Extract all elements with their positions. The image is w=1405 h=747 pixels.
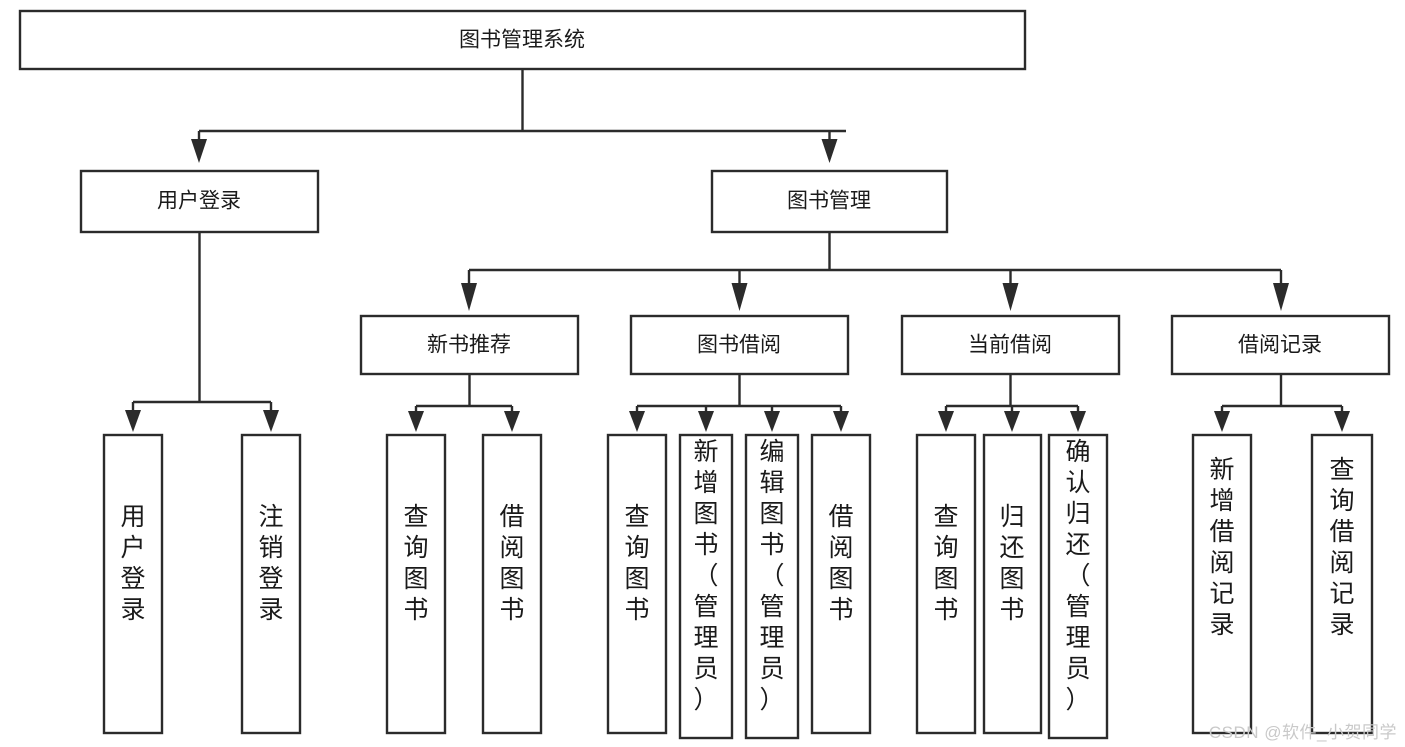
node-book-manage-label: 图书管理 xyxy=(787,190,871,213)
leaf-edit-book-admin[interactable] xyxy=(744,433,800,740)
node-book-borrow[interactable]: 图书借阅 xyxy=(629,314,850,376)
arrow-bb-leaf-4 xyxy=(833,411,849,432)
arrow-cb-leaf-2 xyxy=(1004,411,1020,432)
leaf-user-login-label: 用户登录 xyxy=(120,503,145,624)
leaf-user-login-box[interactable] xyxy=(102,433,164,735)
leaf-query-book-nbr[interactable] xyxy=(385,433,447,735)
connector-layer xyxy=(125,69,1350,432)
arrow-bb-leaf-2 xyxy=(698,411,714,432)
leaf-confirm-return-admin-label: 确认归还（管理员） xyxy=(1065,438,1090,714)
arrow-to-new-book-rec xyxy=(461,283,477,311)
node-user-login-box[interactable] xyxy=(79,169,320,234)
node-borrow-record-label: 借阅记录 xyxy=(1238,334,1322,357)
leaf-borrow-book-nbr-box[interactable] xyxy=(481,433,543,735)
leaf-confirm-return-admin-box[interactable] xyxy=(1047,433,1109,740)
leaf-query-book-cb[interactable] xyxy=(915,433,977,735)
leaf-return-book-label: 归还图书 xyxy=(999,503,1024,624)
leaf-label-layer: 用户登录 注销登录 查询图书 借阅图书 查询图书 新增图书（管理员） 编辑图书（… xyxy=(120,438,1354,714)
leaf-add-borrow-record[interactable] xyxy=(1191,433,1253,735)
node-root[interactable]: 图书管理系统 xyxy=(18,9,1027,71)
node-new-book-recommend-label: 新书推荐 xyxy=(427,334,511,357)
leaf-logout-login-box[interactable] xyxy=(240,433,302,735)
node-book-manage[interactable]: 图书管理 xyxy=(710,169,949,234)
node-borrow-record[interactable]: 借阅记录 xyxy=(1170,314,1391,376)
leaf-query-book-bb-box[interactable] xyxy=(606,433,668,735)
leaf-add-borrow-record-label: 新增借阅记录 xyxy=(1209,456,1234,639)
node-user-login[interactable]: 用户登录 xyxy=(79,169,320,234)
leaf-return-book-box[interactable] xyxy=(982,433,1043,735)
leaf-edit-book-admin-label: 编辑图书（管理员） xyxy=(759,438,784,714)
arrow-cb-leaf-3 xyxy=(1070,411,1086,432)
arrow-to-leaf-logout xyxy=(263,410,279,432)
arrow-cb-leaf-1 xyxy=(938,411,954,432)
node-book-borrow-box[interactable] xyxy=(629,314,850,376)
leaf-borrow-book-bb-box[interactable] xyxy=(810,433,872,735)
node-book-borrow-label: 图书借阅 xyxy=(697,334,781,357)
node-new-book-recommend-box[interactable] xyxy=(359,314,580,376)
node-new-book-recommend[interactable]: 新书推荐 xyxy=(359,314,580,376)
leaf-confirm-return-admin[interactable] xyxy=(1047,433,1109,740)
leaf-borrow-book-nbr-label: 借阅图书 xyxy=(499,503,524,624)
arrow-nbr-leaf-2 xyxy=(504,411,520,432)
leaf-query-borrow-record[interactable] xyxy=(1310,433,1374,735)
node-book-manage-box[interactable] xyxy=(710,169,949,234)
leaf-add-book-admin-box[interactable] xyxy=(678,433,734,740)
node-current-borrow[interactable]: 当前借阅 xyxy=(900,314,1121,376)
csdn-watermark: CSDN @软件_小贺同学 xyxy=(1208,723,1397,742)
leaf-query-borrow-record-box[interactable] xyxy=(1310,433,1374,735)
leaf-query-book-bb[interactable] xyxy=(606,433,668,735)
leaf-add-borrow-record-box[interactable] xyxy=(1191,433,1253,735)
arrow-br-leaf-1 xyxy=(1214,411,1230,432)
leaf-borrow-book-bb[interactable] xyxy=(810,433,872,735)
node-current-borrow-label: 当前借阅 xyxy=(968,334,1052,357)
leaf-borrow-book-nbr[interactable] xyxy=(481,433,543,735)
leaf-query-book-nbr-label: 查询图书 xyxy=(403,503,428,624)
leaf-return-book[interactable] xyxy=(982,433,1043,735)
leaf-edit-book-admin-box[interactable] xyxy=(744,433,800,740)
leaf-logout-login[interactable] xyxy=(240,433,302,735)
leaf-query-book-cb-box[interactable] xyxy=(915,433,977,735)
node-root-label: 图书管理系统 xyxy=(459,29,585,52)
leaf-user-login[interactable] xyxy=(102,433,164,735)
arrow-to-book-borrow xyxy=(731,283,748,311)
arrow-nbr-leaf-1 xyxy=(408,411,424,432)
arrow-bb-leaf-3 xyxy=(764,411,780,432)
node-root-box[interactable] xyxy=(18,9,1027,71)
leaf-query-borrow-record-label: 查询借阅记录 xyxy=(1329,456,1354,639)
leaf-borrow-book-bb-label: 借阅图书 xyxy=(828,503,853,624)
arrow-to-borrow-record xyxy=(1273,283,1289,311)
leaf-logout-login-label: 注销登录 xyxy=(258,503,283,624)
arrow-br-leaf-2 xyxy=(1334,411,1350,432)
node-user-login-label: 用户登录 xyxy=(157,190,241,213)
node-current-borrow-box[interactable] xyxy=(900,314,1121,376)
leaf-add-book-admin[interactable] xyxy=(678,433,734,740)
leaf-add-book-admin-label: 新增图书（管理员） xyxy=(693,438,718,714)
arrow-bb-leaf-1 xyxy=(629,411,645,432)
leaf-query-book-nbr-box[interactable] xyxy=(385,433,447,735)
arrow-root-to-user-login xyxy=(191,139,207,163)
arrow-to-leaf-user-login xyxy=(125,410,141,432)
node-borrow-record-box[interactable] xyxy=(1170,314,1391,376)
arrow-to-current-borrow xyxy=(1002,283,1019,311)
arrow-root-to-book-manage xyxy=(821,139,838,163)
leaf-query-book-bb-label: 查询图书 xyxy=(624,503,649,624)
leaf-query-book-cb-label: 查询图书 xyxy=(933,503,958,624)
